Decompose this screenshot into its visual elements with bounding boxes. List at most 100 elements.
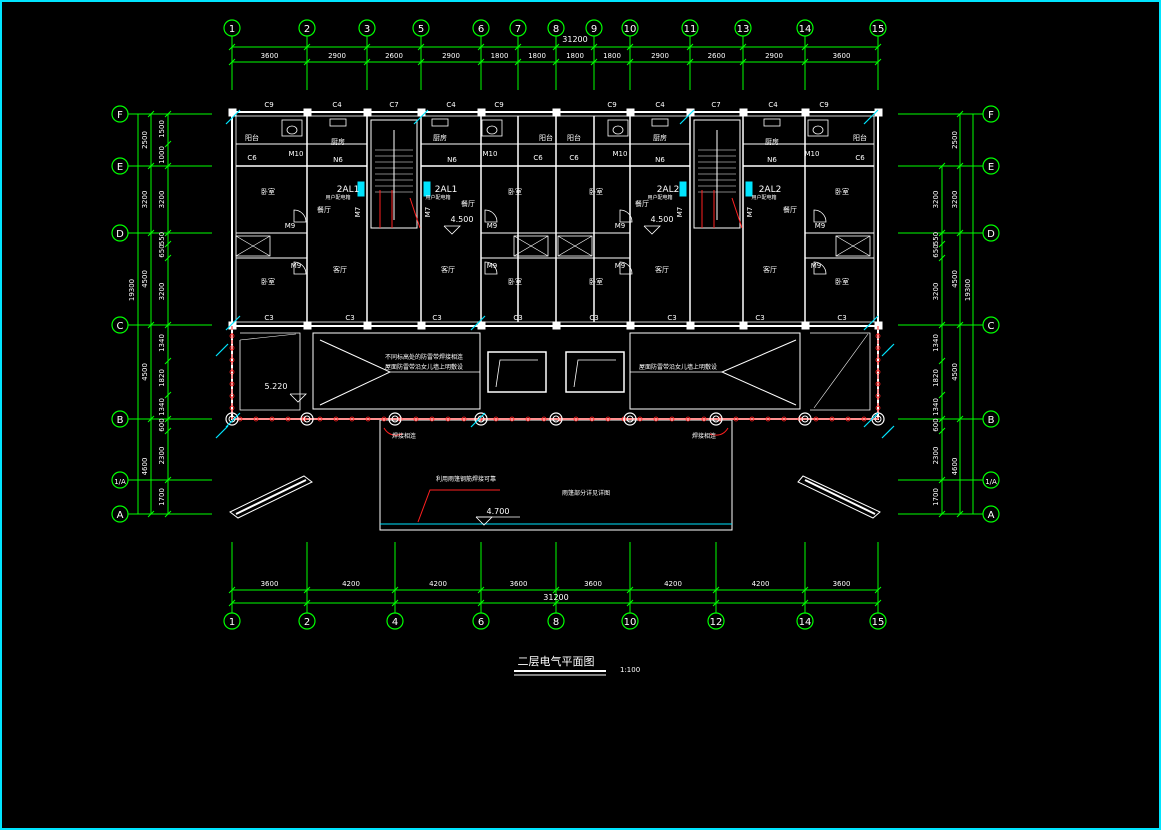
window-tag: C4: [655, 101, 665, 109]
conductor-support: [229, 357, 235, 363]
dim-tick: [938, 229, 946, 237]
axis-bubble: [547, 612, 565, 630]
dim-tick: [874, 586, 882, 594]
conductor-support: [813, 416, 819, 422]
dim-right-inner: 1820: [932, 369, 940, 387]
dim-tick: [164, 391, 172, 399]
axis-label: C: [117, 321, 124, 332]
dim-right-inner: 3200: [932, 283, 940, 301]
dim-tick: [228, 586, 236, 594]
column: [477, 108, 486, 117]
closet: [235, 235, 271, 257]
dim-tick: [590, 43, 598, 51]
dim-segment-bottom: 3600: [261, 580, 279, 588]
conductor-support: [861, 416, 867, 422]
window-tag: C7: [711, 101, 720, 109]
axis-bubble: [982, 157, 1000, 175]
window-tag: C4: [446, 101, 456, 109]
wiring: [215, 109, 895, 523]
room-label: 客厅: [655, 265, 669, 274]
axis-bubble: [621, 19, 639, 37]
dim-tick: [956, 229, 964, 237]
circuit: [409, 197, 421, 229]
room-label: 卧室: [261, 187, 275, 196]
room-label: 客厅: [333, 265, 347, 274]
panel-label: 2AL1: [435, 185, 458, 195]
dim-tick: [477, 43, 485, 51]
down-conductor-inner: [391, 415, 399, 423]
dim-tick: [938, 240, 946, 248]
down-conductor: [300, 412, 314, 426]
dim-tick: [626, 58, 634, 66]
door-window-tag: M9: [815, 222, 826, 230]
column: [686, 108, 695, 117]
conductor-support: [875, 393, 881, 399]
door-window-tag: M9: [615, 262, 626, 270]
stove: [431, 118, 449, 127]
dim-right-inner: 550: [932, 232, 940, 245]
dim-tick: [147, 229, 155, 237]
dim-tick: [147, 110, 155, 118]
dim-tick: [938, 427, 946, 435]
dim-segment-bottom: 4200: [664, 580, 682, 588]
conductor-support: [445, 416, 451, 422]
leader-line: [417, 489, 500, 523]
panel-sub: 用户配电箱: [325, 194, 350, 201]
dim-tick: [938, 357, 946, 365]
dim-tick: [739, 58, 747, 66]
dim-right-total: 19300: [964, 279, 972, 301]
dim-segment-top: 2900: [442, 52, 460, 60]
dim-tick: [552, 58, 560, 66]
dim-left-inner: 1500: [158, 120, 166, 138]
window-tag: C9: [819, 101, 828, 109]
window-tag: C4: [768, 101, 778, 109]
note: 屋面防雷带沿女儿墙上明敷设: [639, 363, 717, 371]
axis-label: 1/A: [114, 478, 126, 486]
dim-tick: [956, 110, 964, 118]
axis-bubble: [223, 612, 241, 630]
axis-bubble: [111, 157, 129, 175]
dim-tick: [303, 586, 311, 594]
door-swing: [293, 209, 307, 223]
dim-right-outer: 4500: [951, 270, 959, 288]
room-label: 厨房: [653, 133, 667, 142]
dim-tick: [164, 140, 172, 148]
dim-right-inner: 3200: [932, 191, 940, 209]
axis-bubble: [111, 105, 129, 123]
door-window-tag: C6: [855, 154, 865, 162]
column: [363, 108, 372, 117]
room-label: 厨房: [331, 137, 345, 146]
axis-bubble: [547, 19, 565, 37]
panel-label: 2AL2: [759, 185, 782, 195]
door-window-tag: M10: [805, 150, 820, 158]
window-tag: C3: [667, 314, 676, 322]
conductor-support: [637, 416, 643, 422]
dim-right-outer: 4500: [951, 363, 959, 381]
dim-left-outer: 4600: [141, 458, 149, 476]
roof-slope-line: [813, 333, 869, 409]
dim-segment-top: 2900: [328, 52, 346, 60]
lightning-rod-marker: [470, 315, 486, 331]
conductor-support: [301, 416, 307, 422]
dim-segment-bottom: 3600: [584, 580, 602, 588]
door-window-tag: N6: [333, 156, 343, 164]
stair-well: [693, 119, 741, 229]
door-swing: [484, 261, 498, 275]
toilet: [812, 125, 824, 135]
circuit: [731, 197, 743, 229]
axis-bubble: [111, 316, 129, 334]
dim-right-outer: 2500: [951, 131, 959, 149]
dim-tick: [626, 586, 634, 594]
down-conductor-inner: [552, 415, 560, 423]
conductor-support: [493, 416, 499, 422]
room-label: 餐厅: [635, 199, 649, 208]
window-tag: C9: [607, 101, 616, 109]
conductor-support: [875, 369, 881, 375]
dim-segment-bottom: 4200: [342, 580, 360, 588]
axis-label: 12: [710, 617, 723, 628]
dim-tick: [938, 162, 946, 170]
dim-tick: [477, 586, 485, 594]
axis-label: 8: [553, 617, 559, 628]
room-label: 厨房: [433, 133, 447, 142]
